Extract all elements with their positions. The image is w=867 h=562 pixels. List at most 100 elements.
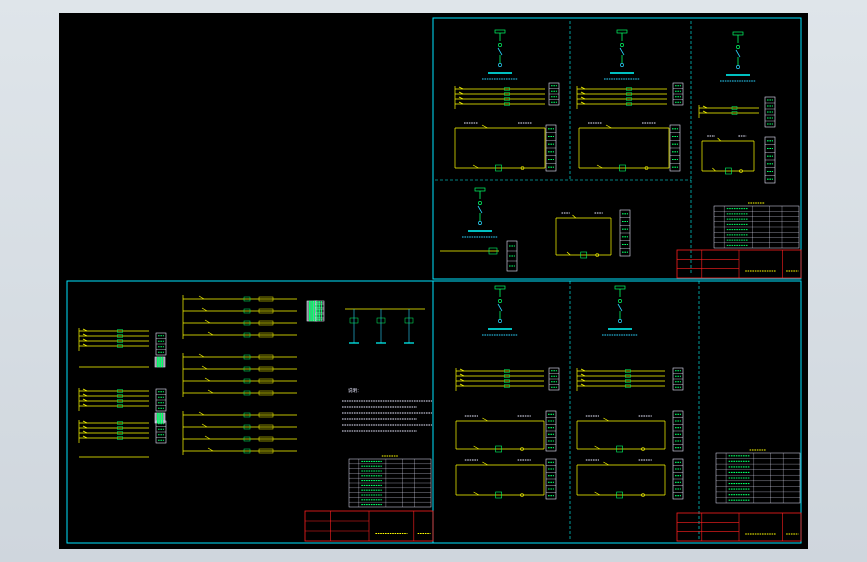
contact-symbol bbox=[497, 303, 503, 312]
contact-symbol bbox=[82, 393, 88, 397]
relay-coil-symbol bbox=[243, 296, 251, 302]
contact-symbol bbox=[580, 91, 586, 95]
terminal bbox=[117, 436, 123, 440]
relay-coil-symbol bbox=[725, 167, 732, 175]
contact-symbol bbox=[717, 137, 721, 142]
terminal bbox=[117, 421, 123, 425]
sheet-frame-bottom bbox=[66, 280, 802, 544]
terminal bbox=[731, 106, 738, 110]
relay-coil-symbol bbox=[495, 164, 502, 172]
contact-symbol bbox=[482, 461, 488, 466]
relay-coil-symbol bbox=[619, 164, 626, 172]
contact-symbol bbox=[619, 47, 625, 56]
relay-coil-symbol bbox=[616, 491, 623, 499]
terminal bbox=[625, 384, 631, 388]
circuit-wires bbox=[78, 86, 759, 496]
contact-symbol bbox=[82, 435, 88, 439]
relay-coil-symbol bbox=[243, 332, 251, 338]
relay-coil-symbol bbox=[243, 424, 251, 430]
terminal bbox=[504, 102, 510, 106]
breaker-symbol bbox=[498, 319, 502, 323]
breaker-symbol bbox=[498, 299, 502, 303]
contact-symbol bbox=[580, 383, 586, 387]
contact-symbol bbox=[477, 205, 483, 214]
relay-coil-symbol bbox=[243, 412, 251, 418]
contact-symbol bbox=[204, 435, 211, 440]
breaker-symbol bbox=[736, 45, 740, 49]
device-table bbox=[715, 452, 801, 504]
relay-coil-symbol bbox=[243, 320, 251, 326]
contact-symbol bbox=[605, 124, 612, 129]
transformer-symbol bbox=[404, 317, 414, 324]
contact-symbol bbox=[572, 214, 577, 219]
terminal bbox=[626, 87, 632, 91]
fuse-symbol bbox=[614, 285, 626, 290]
contact-symbol bbox=[82, 398, 88, 402]
lamp-symbol bbox=[644, 166, 649, 170]
breaker-symbol bbox=[618, 319, 622, 323]
contact-symbol bbox=[258, 296, 274, 302]
terminal bbox=[117, 334, 123, 338]
contact-symbol bbox=[702, 110, 708, 114]
contact-symbol bbox=[458, 86, 464, 90]
relay-coil-symbol bbox=[495, 491, 502, 499]
contact-symbol bbox=[459, 368, 465, 372]
transformer-symbol bbox=[376, 317, 386, 324]
contact-symbol bbox=[258, 436, 274, 442]
fuse-symbol bbox=[474, 187, 486, 192]
terminal bbox=[117, 404, 123, 408]
model-space[interactable]: 说明： bbox=[59, 13, 808, 549]
contact-symbol bbox=[258, 412, 274, 418]
contact-symbol bbox=[198, 353, 205, 358]
contact-symbol bbox=[207, 331, 214, 336]
contact-symbol bbox=[82, 333, 88, 337]
fuse-symbol bbox=[494, 285, 506, 290]
breaker-symbol bbox=[736, 65, 740, 69]
lamp-symbol bbox=[520, 166, 525, 170]
terminal bbox=[504, 384, 510, 388]
relay-coil-symbol bbox=[488, 247, 498, 255]
contact-symbol bbox=[198, 295, 205, 300]
contact-symbol bbox=[198, 411, 205, 416]
terminal bbox=[117, 426, 123, 430]
contact-symbol bbox=[207, 447, 214, 452]
contact-symbol bbox=[82, 430, 88, 434]
terminal bbox=[117, 339, 123, 343]
sheet-frame-top bbox=[432, 17, 802, 280]
contact-symbol bbox=[204, 319, 211, 324]
breaker-symbol bbox=[620, 43, 624, 47]
contact-symbol bbox=[594, 445, 601, 450]
terminal bbox=[504, 87, 510, 91]
contact-symbol bbox=[580, 378, 586, 382]
terminal-strip bbox=[764, 96, 776, 128]
terminal bbox=[626, 102, 632, 106]
breaker-symbol bbox=[478, 221, 482, 225]
contact-symbol bbox=[473, 491, 480, 496]
fuse-symbol bbox=[494, 29, 506, 34]
contact-symbol bbox=[82, 425, 88, 429]
contact-symbol bbox=[82, 343, 88, 347]
contact-symbol bbox=[580, 101, 586, 105]
electrical-drawing-canvas: 说明： bbox=[66, 17, 802, 544]
terminal bbox=[625, 369, 631, 373]
terminal bbox=[117, 344, 123, 348]
terminal bbox=[117, 329, 123, 333]
lamp-symbol bbox=[739, 169, 743, 173]
contact-symbol bbox=[82, 388, 88, 392]
contact-symbol bbox=[580, 373, 586, 377]
terminal bbox=[504, 379, 510, 383]
contact-symbol bbox=[204, 377, 211, 382]
contact-symbol bbox=[258, 308, 274, 314]
contact-symbol bbox=[459, 378, 465, 382]
contact-symbol bbox=[594, 491, 601, 496]
terminal bbox=[626, 97, 632, 101]
contact-symbol bbox=[82, 420, 88, 424]
relay-coil-symbol bbox=[243, 390, 251, 396]
drawing-frames bbox=[66, 17, 802, 544]
contact-symbol bbox=[580, 96, 586, 100]
contact-symbol bbox=[735, 49, 741, 58]
contact-symbol bbox=[580, 368, 586, 372]
relay-coil-symbol bbox=[243, 436, 251, 442]
contact-symbol bbox=[201, 307, 208, 312]
